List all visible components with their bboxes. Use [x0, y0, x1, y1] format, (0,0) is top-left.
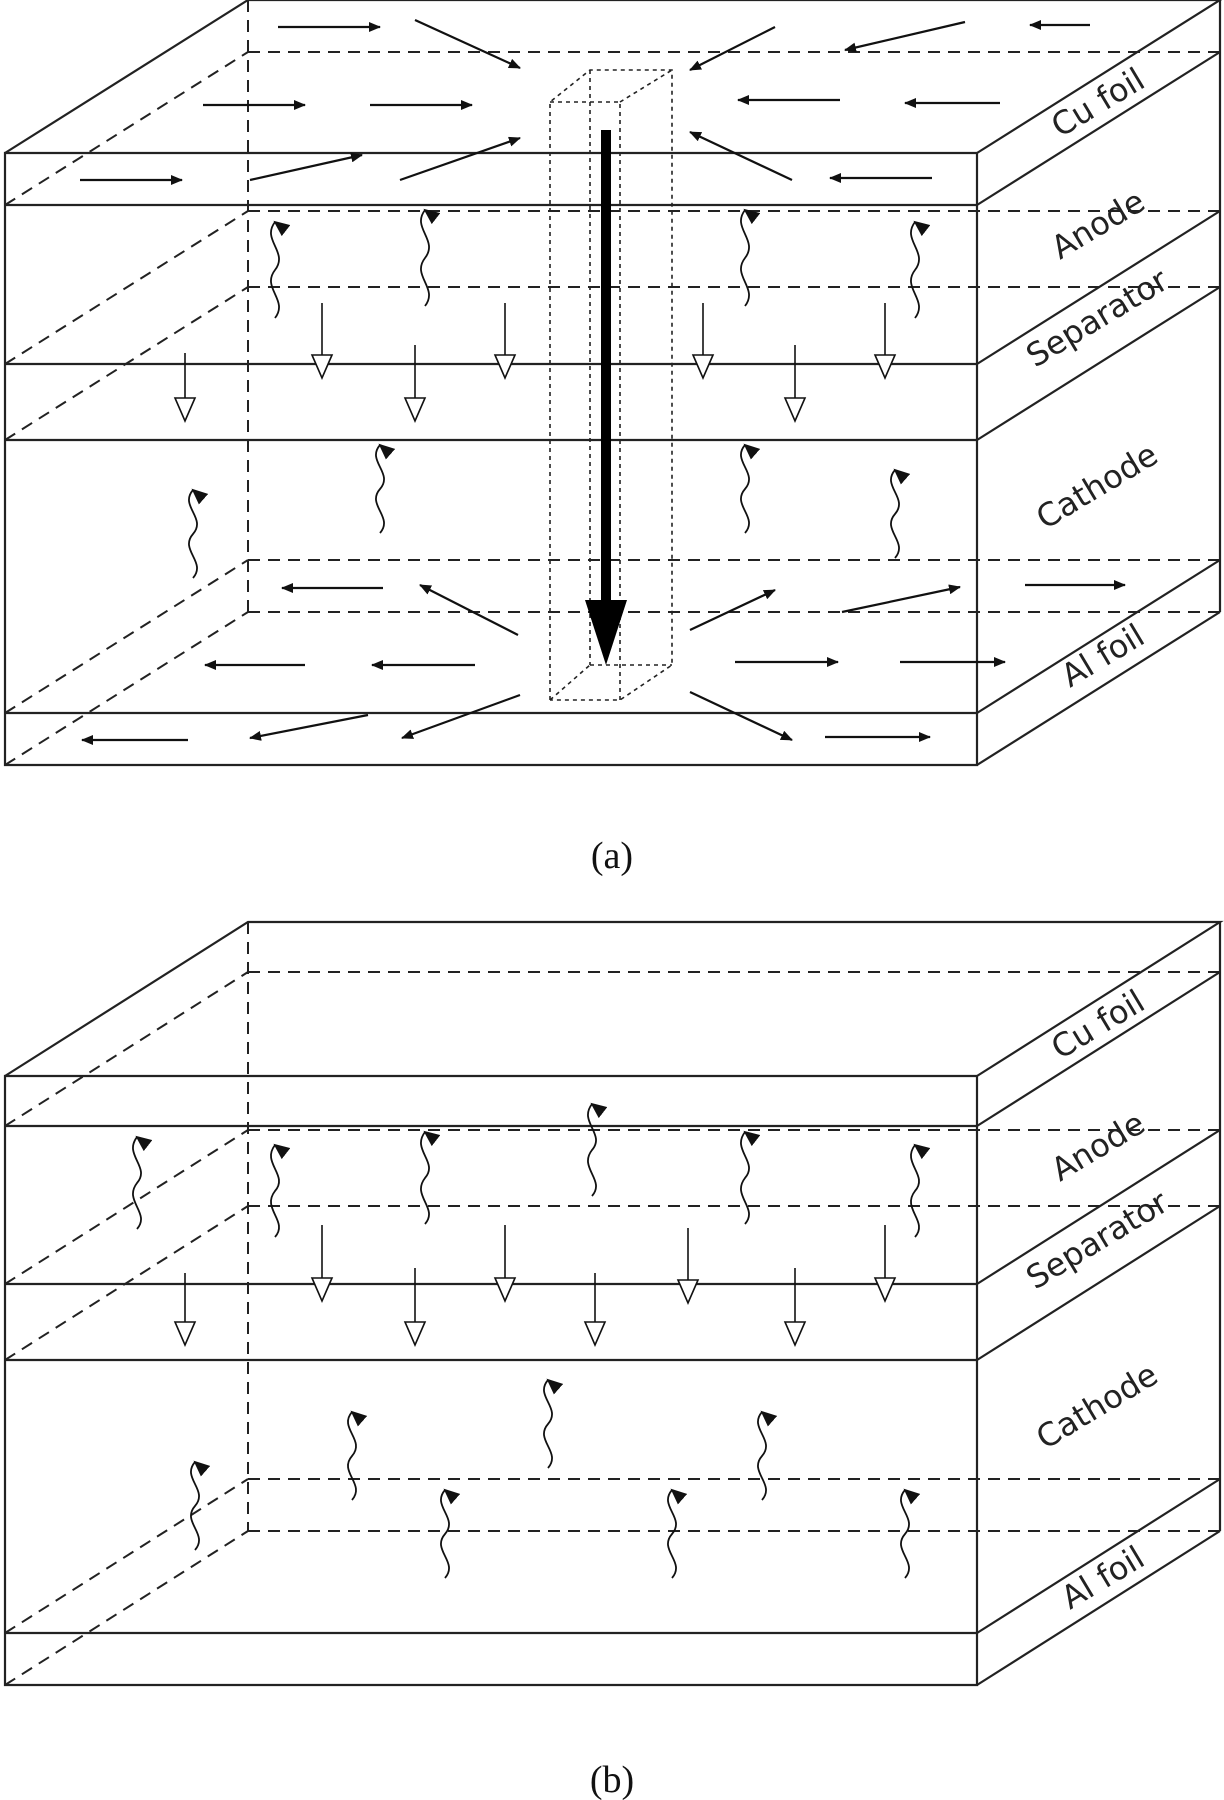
ion-arrows: [173, 303, 897, 424]
layer-interfaces: [4, 971, 1221, 1635]
ion-arrow: [873, 303, 897, 381]
label-cu-foil: Cu foil: [1045, 982, 1152, 1067]
box-outline: [3, 920, 1224, 1687]
label-separator: Separator: [1020, 1182, 1176, 1296]
label-anode: Anode: [1045, 182, 1152, 267]
panel-b: Cu foil Anode Separator Cathode Al foil: [3, 920, 1224, 1800]
ion-arrow: [493, 303, 517, 381]
label-cathode: Cathode: [1030, 1355, 1165, 1457]
ion-arrow: [173, 1273, 197, 1348]
ion-arrow: [676, 1228, 700, 1306]
cu-foil-current-arrows: [80, 18, 1090, 185]
box-outline: [3, 0, 1223, 767]
ion-arrow: [691, 303, 715, 381]
label-separator: Separator: [1020, 260, 1176, 374]
ion-arrow: [783, 1268, 807, 1348]
ion-arrow: [783, 345, 807, 424]
label-al-foil: Al foil: [1055, 616, 1151, 695]
ion-arrow: [403, 345, 427, 424]
heat-wavy-arrows: [132, 1102, 931, 1579]
label-cu-foil: Cu foil: [1045, 60, 1152, 145]
caption-a: (a): [591, 835, 633, 877]
ion-arrows: [173, 1225, 897, 1348]
layer-interfaces: [4, 51, 1221, 715]
label-cathode: Cathode: [1030, 435, 1165, 537]
al-foil-current-arrows: [81, 580, 1126, 745]
ion-arrow: [173, 353, 197, 424]
ion-arrow: [873, 1225, 897, 1304]
ion-arrow: [493, 1225, 517, 1304]
ion-arrow: [403, 1268, 427, 1348]
ion-arrow: [310, 303, 334, 381]
main-current-arrow: [585, 130, 627, 665]
panel-a: Cu foil Anode Separator Cathode Al foil: [3, 0, 1223, 877]
caption-b: (b): [590, 1759, 634, 1800]
ion-arrow: [583, 1273, 607, 1348]
heat-wavy-arrows: [188, 208, 931, 579]
layer-labels: Cu foil Anode Separator Cathode Al foil: [1020, 60, 1176, 695]
short-circuit-path: [549, 69, 673, 701]
label-anode: Anode: [1045, 1104, 1152, 1189]
ion-arrow: [310, 1225, 334, 1304]
